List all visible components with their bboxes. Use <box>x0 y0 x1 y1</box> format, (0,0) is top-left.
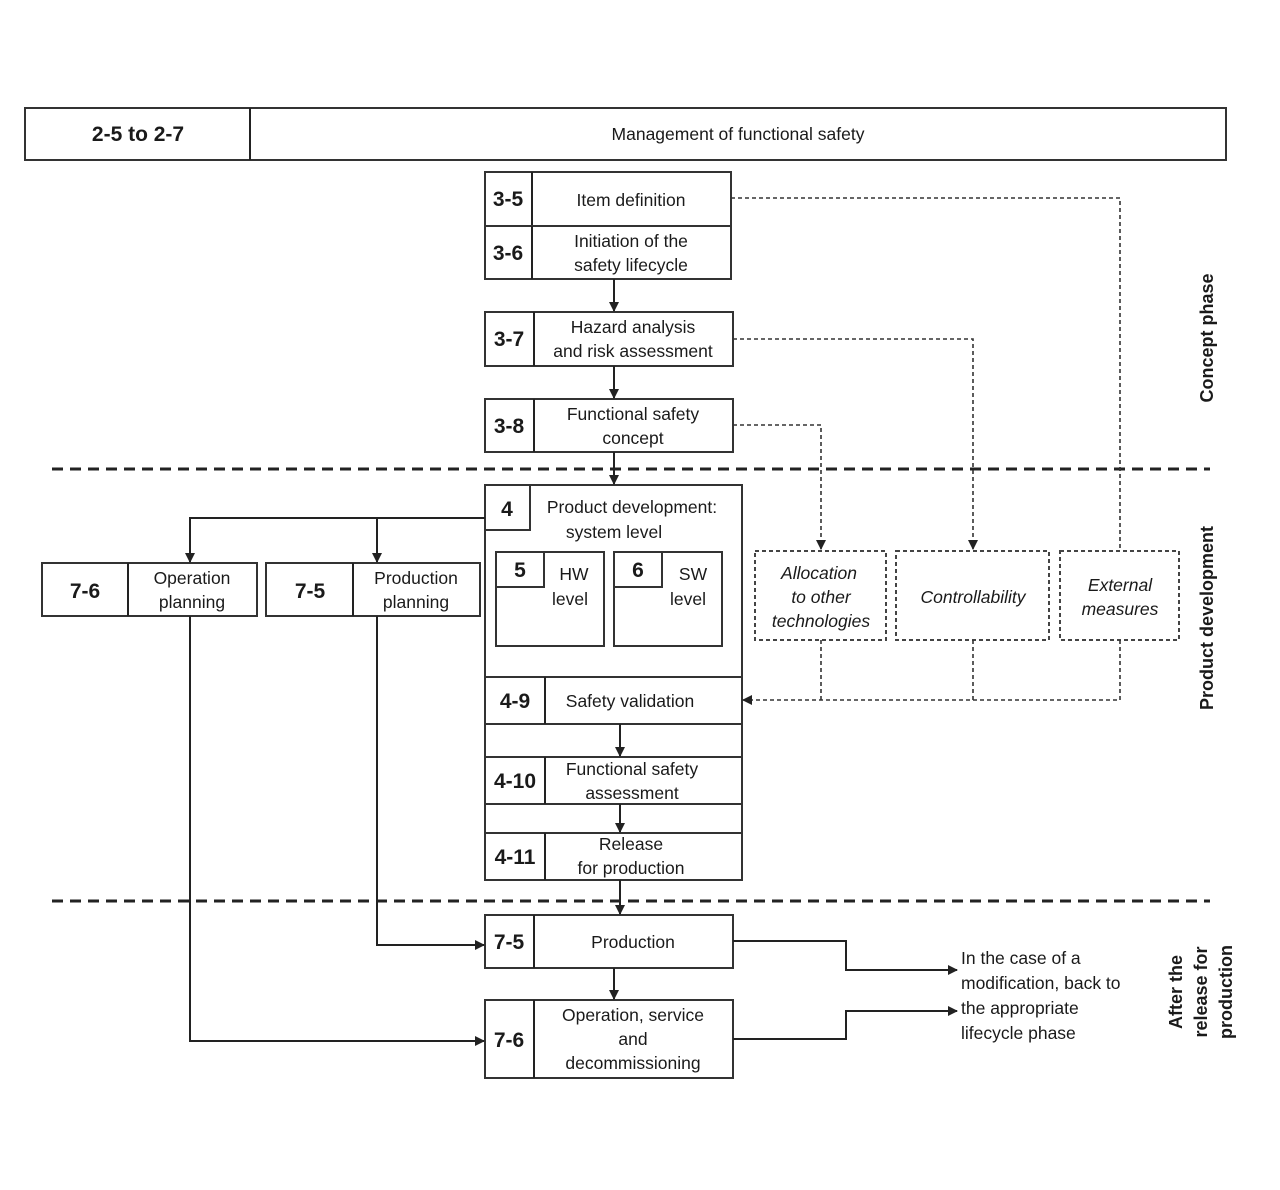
block-release-for-production: 4-11 Release for production <box>484 832 743 881</box>
planning-branch-arrows <box>185 517 485 1046</box>
header-bar: 2-5 to 2-7 Management of functional safe… <box>24 107 1227 161</box>
block-label-line-1: Production <box>374 568 458 588</box>
block-code: 4 <box>501 498 513 521</box>
box-external-measures: External measures <box>1059 550 1180 641</box>
block-code: 3-8 <box>494 415 525 438</box>
block-code: 3-6 <box>493 242 523 265</box>
block-label-line-2: assessment <box>585 783 679 803</box>
block-label: Safety validation <box>566 691 694 711</box>
dashed-connections <box>731 197 1121 705</box>
block-code: 3-5 <box>493 188 524 211</box>
block-production: 7-5 Production <box>484 914 734 969</box>
block-code: 5 <box>514 559 526 582</box>
phase-label-product-development: Product development <box>1197 526 1217 710</box>
block-label-line-2: level <box>670 589 706 609</box>
block-label-line-1: Operation <box>154 568 231 588</box>
block-label-line-1: Product development: <box>547 497 717 517</box>
block-label-line-2: planning <box>383 592 449 612</box>
block-label-line-2: level <box>552 589 588 609</box>
block-hazard-analysis: 3-7 Hazard analysis and risk assessment <box>484 311 734 367</box>
block-code: 6 <box>632 559 644 582</box>
block-code: 4-11 <box>495 846 536 869</box>
block-code: 4-10 <box>494 770 536 793</box>
block-label: Item definition <box>577 190 686 210</box>
block-label-line-1: Release <box>599 834 663 854</box>
note-line-1: In the case of a <box>961 948 1081 968</box>
block-label-line-2: concept <box>602 428 663 448</box>
header-code: 2-5 to 2-7 <box>92 123 184 146</box>
phase-labels: Concept phase Product development After … <box>1166 273 1236 1039</box>
block-operation-service-decommissioning: 7-6 Operation, service and decommissioni… <box>484 999 734 1079</box>
block-label-line-1: Initiation of the <box>574 231 688 251</box>
phase-label-after-line-3: production <box>1216 945 1236 1039</box>
block-code: 3-7 <box>494 328 524 351</box>
block-label-line-3: decommissioning <box>565 1053 700 1073</box>
block-initiation-safety-lifecycle: 3-6 Initiation of the safety lifecycle <box>484 225 732 280</box>
box-label-line-1: External <box>1088 575 1153 595</box>
block-label-line-2: and risk assessment <box>553 341 713 361</box>
block-label-line-1: Functional safety <box>566 759 699 779</box>
block-sw-level: 6 SW level <box>613 551 723 647</box>
box-label-line-2: measures <box>1082 599 1159 619</box>
block-label: Production <box>591 932 675 952</box>
block-label-line-1: HW <box>559 564 589 584</box>
note-line-2: modification, back to <box>961 973 1121 993</box>
block-item-definition: 3-5 Item definition <box>484 171 732 227</box>
block-label-line-2: and <box>618 1029 647 1049</box>
box-label: Controllability <box>920 587 1026 607</box>
block-label-line-1: Functional safety <box>567 404 700 424</box>
box-allocation-other-technologies: Allocation to other technologies <box>754 550 887 641</box>
main-flow-arrows <box>609 279 625 1000</box>
note-line-3: the appropriate <box>961 998 1079 1018</box>
block-production-planning: 7-5 Production planning <box>265 562 481 617</box>
phase-label-after-line-1: After the <box>1166 955 1186 1029</box>
modification-note: In the case of a modification, back to t… <box>961 948 1121 1043</box>
block-code: 4-9 <box>500 690 530 713</box>
phase-label-after-line-2: release for <box>1191 946 1211 1037</box>
block-operation-planning: 7-6 Operation planning <box>41 562 258 617</box>
block-label-line-2: system level <box>566 522 662 542</box>
block-safety-validation: 4-9 Safety validation <box>484 676 743 725</box>
block-code: 7-5 <box>295 580 326 603</box>
box-controllability: Controllability <box>895 550 1050 641</box>
box-label-line-3: technologies <box>772 611 871 631</box>
block-code: 7-6 <box>70 580 100 603</box>
block-label-line-2: for production <box>577 858 684 878</box>
block-code: 7-5 <box>494 931 525 954</box>
block-label-line-2: planning <box>159 592 225 612</box>
box-label-line-2: to other <box>791 587 852 607</box>
block-label-line-1: SW <box>679 564 708 584</box>
block-code: 7-6 <box>494 1029 524 1052</box>
note-line-4: lifecycle phase <box>961 1023 1076 1043</box>
phase-label-concept: Concept phase <box>1197 273 1217 402</box>
modification-arrows <box>733 940 958 1040</box>
block-hw-level: 5 HW level <box>495 551 605 647</box>
block-label-line-2: safety lifecycle <box>574 255 688 275</box>
block-label-line-1: Hazard analysis <box>571 317 696 337</box>
block-functional-safety-assessment: 4-10 Functional safety assessment <box>484 756 743 805</box>
header-title: Management of functional safety <box>612 124 865 144</box>
block-label-line-1: Operation, service <box>562 1005 704 1025</box>
box-label-line-1: Allocation <box>780 563 857 583</box>
block-functional-safety-concept: 3-8 Functional safety concept <box>484 398 734 453</box>
